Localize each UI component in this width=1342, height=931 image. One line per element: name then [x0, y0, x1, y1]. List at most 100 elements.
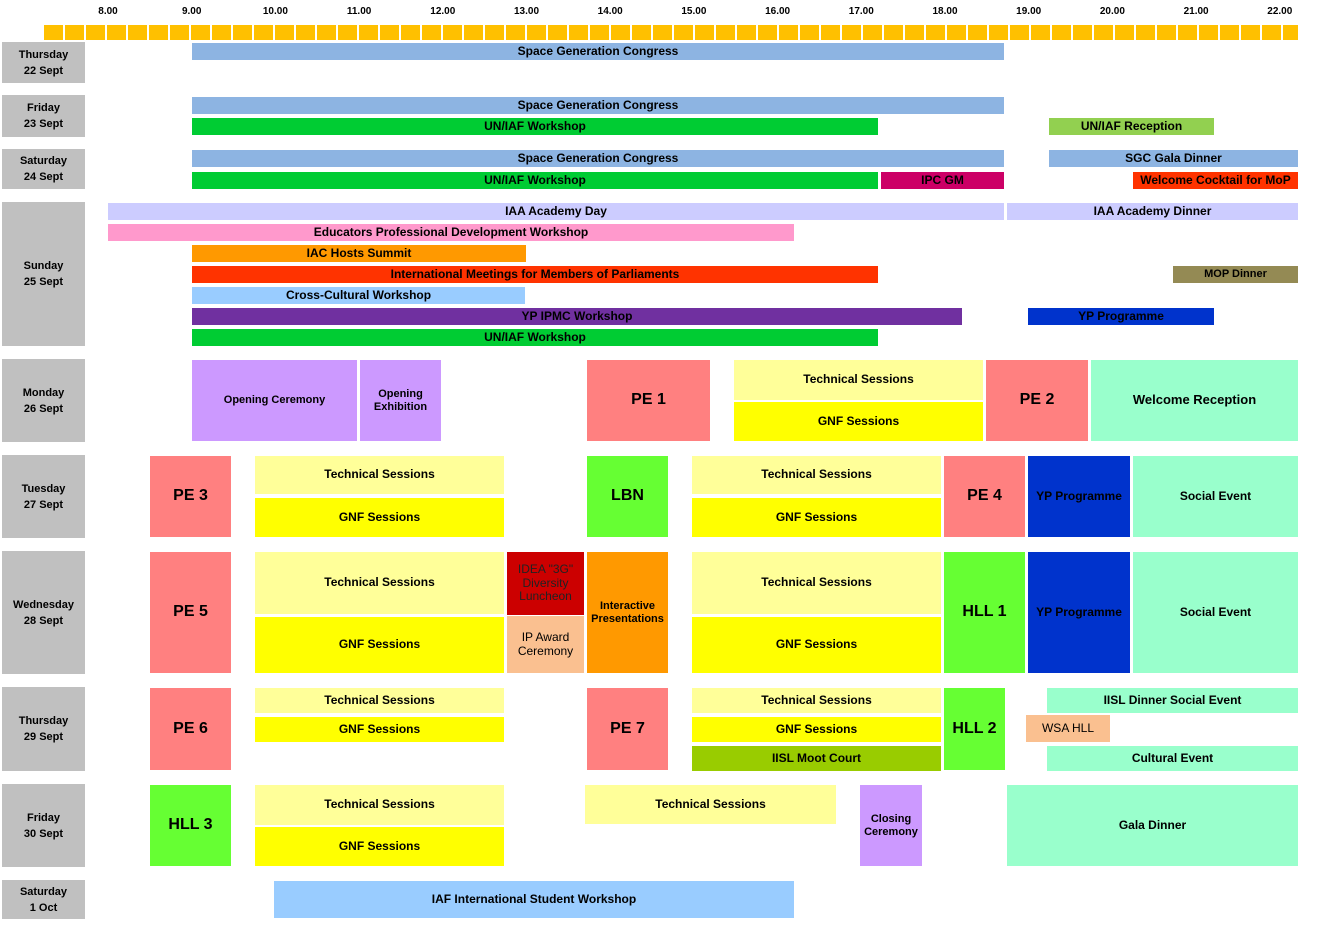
event-block[interactable]: IDEA "3G" Diversity Luncheon	[507, 552, 584, 615]
event-block[interactable]: HLL 2	[944, 688, 1005, 770]
event-block[interactable]: GNF Sessions	[255, 827, 504, 866]
event-block[interactable]: YP IPMC Workshop	[192, 308, 962, 325]
time-header-cell	[779, 25, 798, 40]
day-name: Sunday	[23, 260, 64, 272]
event-block[interactable]: YP Programme	[1028, 456, 1130, 537]
event-block[interactable]: Technical Sessions	[585, 785, 836, 824]
event-block[interactable]: PE 7	[587, 688, 668, 770]
event-block[interactable]: PE 2	[986, 360, 1088, 441]
event-block[interactable]: GNF Sessions	[255, 498, 504, 537]
time-header-cell	[590, 25, 609, 40]
event-block[interactable]: UN/IAF Workshop	[192, 118, 878, 135]
day-name: Saturday	[19, 155, 68, 167]
event-block[interactable]: MOP Dinner	[1173, 266, 1298, 283]
day-date: 30 Sept	[23, 827, 64, 840]
event-block[interactable]: UN/IAF Reception	[1049, 118, 1214, 135]
event-block[interactable]: Gala Dinner	[1007, 785, 1298, 866]
event-block[interactable]: Technical Sessions	[255, 456, 504, 494]
event-block[interactable]: Interactive Presentations	[587, 552, 668, 673]
event-block[interactable]: Opening Exhibition	[360, 360, 441, 441]
event-block[interactable]: WSA HLL	[1026, 715, 1110, 742]
event-block[interactable]: PE 6	[150, 688, 231, 770]
event-block[interactable]: Opening Ceremony	[192, 360, 357, 441]
event-block[interactable]: IAC Hosts Summit	[192, 245, 526, 262]
time-header-cell	[443, 25, 462, 40]
event-block[interactable]: IAA Academy Day	[108, 203, 1004, 220]
event-block[interactable]: IAA Academy Dinner	[1007, 203, 1298, 220]
event-block[interactable]: HLL 1	[944, 552, 1025, 673]
time-header-cell	[44, 25, 63, 40]
event-block[interactable]: GNF Sessions	[734, 402, 983, 441]
time-header-cell	[1178, 25, 1197, 40]
event-block[interactable]: GNF Sessions	[255, 617, 504, 673]
event-block[interactable]: PE 5	[150, 552, 231, 673]
time-header-cell	[380, 25, 399, 40]
event-block[interactable]: PE 4	[944, 456, 1025, 537]
time-header-cell	[149, 25, 168, 40]
day-name: Saturday	[19, 885, 68, 898]
event-block[interactable]: LBN	[587, 456, 668, 537]
event-block[interactable]: YP Programme	[1028, 308, 1214, 325]
time-header-cell	[968, 25, 987, 40]
day-date: 22 Sept	[23, 64, 64, 77]
event-block[interactable]: IAF International Student Workshop	[274, 881, 794, 918]
event-block[interactable]: PE 3	[150, 456, 231, 537]
event-block[interactable]: Closing Ceremony	[860, 785, 922, 866]
day-name: Friday	[26, 102, 60, 114]
time-header-cell	[695, 25, 714, 40]
event-block[interactable]: International Meetings for Members of Pa…	[192, 266, 878, 283]
event-block[interactable]: IPC GM	[881, 172, 1004, 189]
time-header-cell	[275, 25, 294, 40]
event-block[interactable]: Technical Sessions	[692, 552, 941, 614]
time-header-cell	[863, 25, 882, 40]
event-block[interactable]: Technical Sessions	[734, 360, 983, 400]
event-block[interactable]: GNF Sessions	[692, 717, 941, 742]
time-header-cell	[1283, 25, 1298, 40]
event-block[interactable]: Social Event	[1133, 456, 1298, 537]
time-header-cell	[65, 25, 84, 40]
event-block[interactable]: Technical Sessions	[255, 688, 504, 713]
event-block[interactable]: Educators Professional Development Works…	[108, 224, 794, 241]
event-block[interactable]: IISL Moot Court	[692, 746, 941, 771]
time-header-cell	[1073, 25, 1092, 40]
event-block[interactable]: GNF Sessions	[692, 617, 941, 673]
time-header-cell	[107, 25, 126, 40]
hour-label: 19.00	[1016, 6, 1042, 17]
time-header-cell	[884, 25, 903, 40]
event-block[interactable]: UN/IAF Workshop	[192, 329, 878, 346]
event-block[interactable]: Welcome Reception	[1091, 360, 1298, 441]
event-block[interactable]: Cross-Cultural Workshop	[192, 287, 525, 304]
event-block[interactable]: IISL Dinner Social Event	[1047, 688, 1298, 713]
event-block[interactable]: Technical Sessions	[255, 552, 504, 614]
event-block[interactable]: Technical Sessions	[255, 785, 504, 825]
event-block[interactable]: SGC Gala Dinner	[1049, 150, 1298, 167]
event-block[interactable]: IP Award Ceremony	[507, 616, 584, 673]
hour-label: 22.00	[1267, 6, 1293, 17]
event-block[interactable]: UN/IAF Workshop	[192, 172, 878, 189]
event-block[interactable]: Technical Sessions	[692, 456, 941, 494]
time-header-cell	[1094, 25, 1113, 40]
event-block[interactable]: Space Generation Congress	[192, 150, 1004, 167]
event-block[interactable]: HLL 3	[150, 785, 231, 866]
time-header-cell	[1220, 25, 1239, 40]
time-header-cell	[86, 25, 105, 40]
time-header-cell	[1136, 25, 1155, 40]
hour-label: 16.00	[765, 6, 791, 17]
event-block[interactable]: Social Event	[1133, 552, 1298, 673]
event-block[interactable]: Welcome Cocktail for MoP	[1133, 172, 1298, 189]
time-header-cell	[422, 25, 441, 40]
time-header-cell	[842, 25, 861, 40]
event-block[interactable]: Space Generation Congress	[192, 43, 1004, 60]
day-date: 23 Sept	[23, 118, 64, 130]
event-block[interactable]: YP Programme	[1028, 552, 1130, 673]
event-block[interactable]: Cultural Event	[1047, 746, 1298, 771]
hour-label: 13.00	[513, 6, 540, 17]
event-block[interactable]: Technical Sessions	[692, 688, 941, 713]
event-block[interactable]: PE 1	[587, 360, 710, 441]
event-block[interactable]: GNF Sessions	[255, 717, 504, 742]
time-header-cell	[506, 25, 525, 40]
event-block[interactable]: GNF Sessions	[692, 498, 941, 537]
event-block[interactable]: Space Generation Congress	[192, 97, 1004, 114]
time-header-cell	[191, 25, 210, 40]
